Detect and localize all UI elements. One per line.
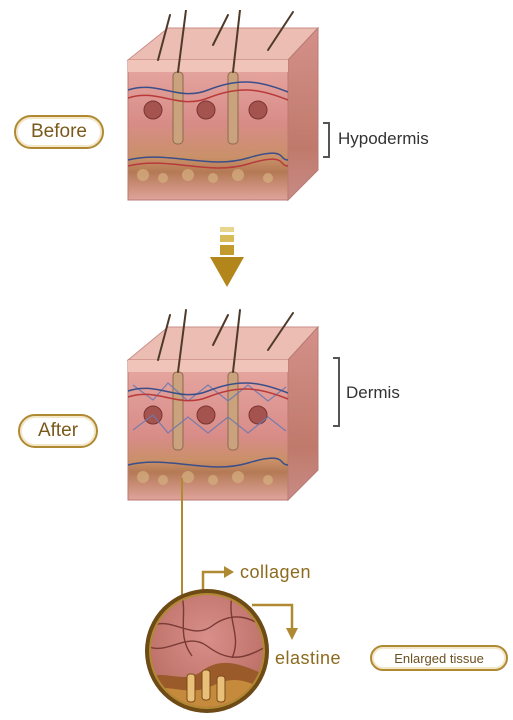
elastine-label: elastine bbox=[275, 648, 341, 669]
enlarged-tissue-circle bbox=[142, 586, 272, 716]
collagen-label: collagen bbox=[240, 562, 311, 583]
enlarged-tissue-label: Enlarged tissue bbox=[394, 651, 484, 666]
enlarged-tissue-tag: Enlarged tissue bbox=[370, 645, 508, 671]
